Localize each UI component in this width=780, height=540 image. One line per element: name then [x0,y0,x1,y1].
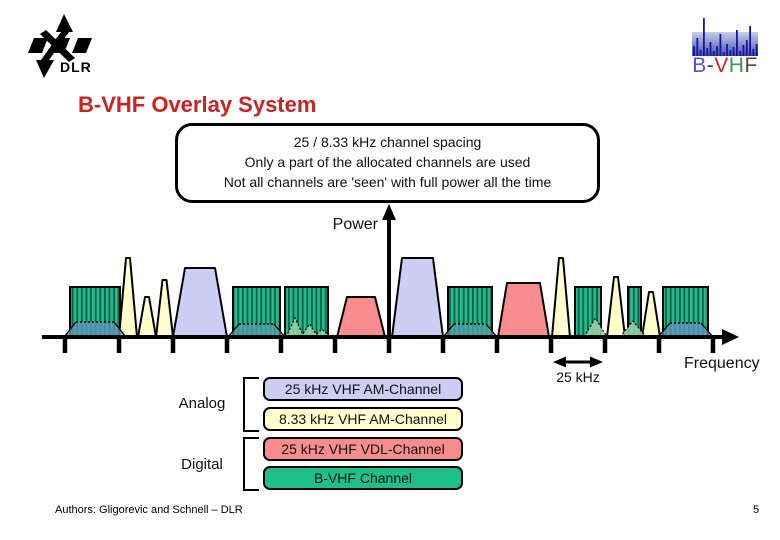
dlr-logo-mark [28,14,92,78]
legend-bracket-digital [243,437,259,491]
legend-group-label-digital: Digital [181,456,223,473]
legend-item-833khz-am: 8.33 kHz VHF AM-Channel [263,407,463,431]
info-box: 25 / 8.33 kHz channel spacing Only a par… [175,123,600,203]
info-line: Only a part of the allocated channels ar… [244,154,531,170]
bvhf-logo-wordmark: B-VHF [692,54,758,77]
legend-item-25khz-vdl: 25 kHz VHF VDL-Channel [263,437,463,461]
legend-item-bvhf: B-VHF Channel [263,466,463,490]
legend-bracket-analog [243,377,259,432]
dlr-logo-text: DLR [60,59,92,75]
power-axis-label: Power [332,216,378,233]
footer-authors: Authors: Gligorevic and Schnell – DLR [55,504,243,516]
info-line: Not all channels are 'seen' with full po… [223,174,552,190]
channel-spacing-label: 25 kHz [556,369,600,385]
page-title: B-VHF Overlay System [78,92,317,117]
frequency-axis-label: Frequency [684,355,760,372]
info-line: 25 / 8.33 kHz channel spacing [293,134,482,150]
bvhf-logo-spectrum [692,18,758,56]
page-number: 5 [752,504,760,516]
axes [42,204,739,368]
legend-item-25khz-am: 25 kHz VHF AM-Channel [263,377,463,401]
legend-group-label-analog: Analog [178,395,226,412]
